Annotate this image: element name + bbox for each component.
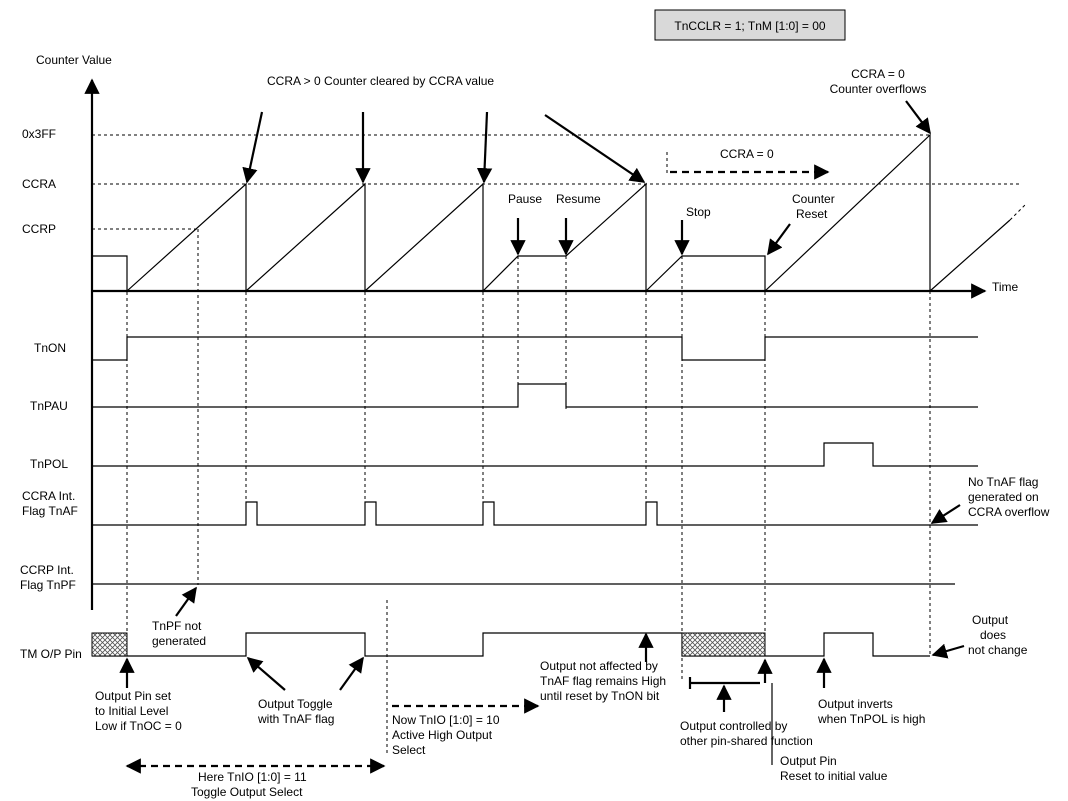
pin-set-label-1: Output Pin set xyxy=(95,689,172,703)
signal-tnaf-label-1: CCRA Int. xyxy=(22,489,75,503)
counter-continuation xyxy=(1009,204,1026,221)
arrow-overflow xyxy=(905,100,931,135)
level-ccra: CCRA xyxy=(22,177,56,191)
arrow-reset xyxy=(767,223,791,256)
nochange-label-2: does xyxy=(980,628,1006,642)
mode-box xyxy=(654,9,846,41)
arrow-tnpf-not xyxy=(175,586,197,617)
tnio10-label-2: Active High Output xyxy=(392,728,493,742)
pin-waveform xyxy=(92,632,930,657)
arrow-ccra-4 xyxy=(544,114,646,183)
no-tnaf-label-2: generated on xyxy=(968,490,1039,504)
tnio10-label-3: Select xyxy=(392,743,426,757)
invert-label-1: Output inverts xyxy=(818,697,893,711)
tnio11-label-2: Toggle Output Select xyxy=(191,785,303,799)
pin-shared-hatch xyxy=(681,632,766,657)
tnaf-waveform xyxy=(92,501,978,526)
counter-reset-label-1: Counter xyxy=(792,192,835,206)
y-axis-title: Counter Value xyxy=(36,53,112,67)
tnpau-waveform xyxy=(92,383,978,408)
arrow-nochange xyxy=(931,643,965,659)
arrow-toggle-2 xyxy=(339,656,364,691)
ccra0-span-label: CCRA = 0 xyxy=(720,147,774,161)
not-affected-label-2: TnAF flag remains High xyxy=(540,674,666,688)
tnpol-waveform xyxy=(92,442,978,467)
level-0x3ff: 0x3FF xyxy=(22,127,56,141)
toggle-label-1: Output Toggle xyxy=(258,697,333,711)
signal-tnpol-label: TnPOL xyxy=(30,457,68,471)
signal-pin-label: TM O/P Pin xyxy=(20,647,82,661)
nochange-label-1: Output xyxy=(972,613,1009,627)
counter-waveform xyxy=(92,133,1011,293)
tnpf-not-label-1: TnPF not xyxy=(152,619,202,633)
no-tnaf-label-3: CCRA overflow xyxy=(968,505,1050,519)
pin-set-label-3: Low if TnOC = 0 xyxy=(95,719,182,733)
counter-reset-label-2: Reset xyxy=(796,207,828,221)
not-affected-label-3: until reset by TnON bit xyxy=(540,689,660,703)
level-ccrp: CCRP xyxy=(22,222,56,236)
signal-tnpf-label-2: Flag TnPF xyxy=(20,578,76,592)
signal-tnpau-label: TnPAU xyxy=(30,399,68,413)
arrow-toggle-1 xyxy=(246,656,286,691)
arrow-ccra-3 xyxy=(476,111,493,184)
pin-initial-hatch xyxy=(91,632,128,657)
nochange-label-3: not change xyxy=(968,643,1028,657)
tnio10-label-1: Now TnIO [1:0] = 10 xyxy=(392,713,500,727)
arrow-no-tnaf xyxy=(930,504,961,524)
x-axis-title: Time xyxy=(992,280,1019,294)
tnio11-label-1: Here TnIO [1:0] = 11 xyxy=(198,770,307,784)
tnon-waveform xyxy=(92,336,978,361)
resume-label: Resume xyxy=(556,192,601,206)
signal-tnon-label: TnON xyxy=(34,341,66,355)
pin-reset-label-1: Output Pin xyxy=(780,754,837,768)
tnpf-not-label-2: generated xyxy=(152,634,206,648)
signal-tnaf-label-2: Flag TnAF xyxy=(22,504,78,518)
pause-label: Pause xyxy=(508,192,542,206)
pin-set-label-2: to Initial Level xyxy=(95,704,168,718)
ccra-cleared-label: CCRA > 0 Counter cleared by CCRA value xyxy=(267,74,494,88)
shared-label-1: Output controlled by xyxy=(680,719,787,733)
not-affected-label-1: Output not affected by xyxy=(540,659,658,673)
ccra0-label: CCRA = 0 xyxy=(851,67,905,81)
invert-label-2: when TnPOL is high xyxy=(817,712,925,726)
toggle-label-2: with TnAF flag xyxy=(257,712,334,726)
overflow-label: Counter overflows xyxy=(830,82,927,96)
pin-reset-label-2: Reset to initial value xyxy=(780,769,888,783)
shared-label-2: other pin-shared function xyxy=(680,734,813,748)
stop-label: Stop xyxy=(686,205,711,219)
arrow-ccra-1 xyxy=(242,111,264,184)
no-tnaf-label-1: No TnAF flag xyxy=(968,475,1038,489)
signal-tnpf-label-1: CCRP Int. xyxy=(20,563,74,577)
mode-box-label: TnCCLR = 1; TnM [1:0] = 00 xyxy=(674,19,826,33)
